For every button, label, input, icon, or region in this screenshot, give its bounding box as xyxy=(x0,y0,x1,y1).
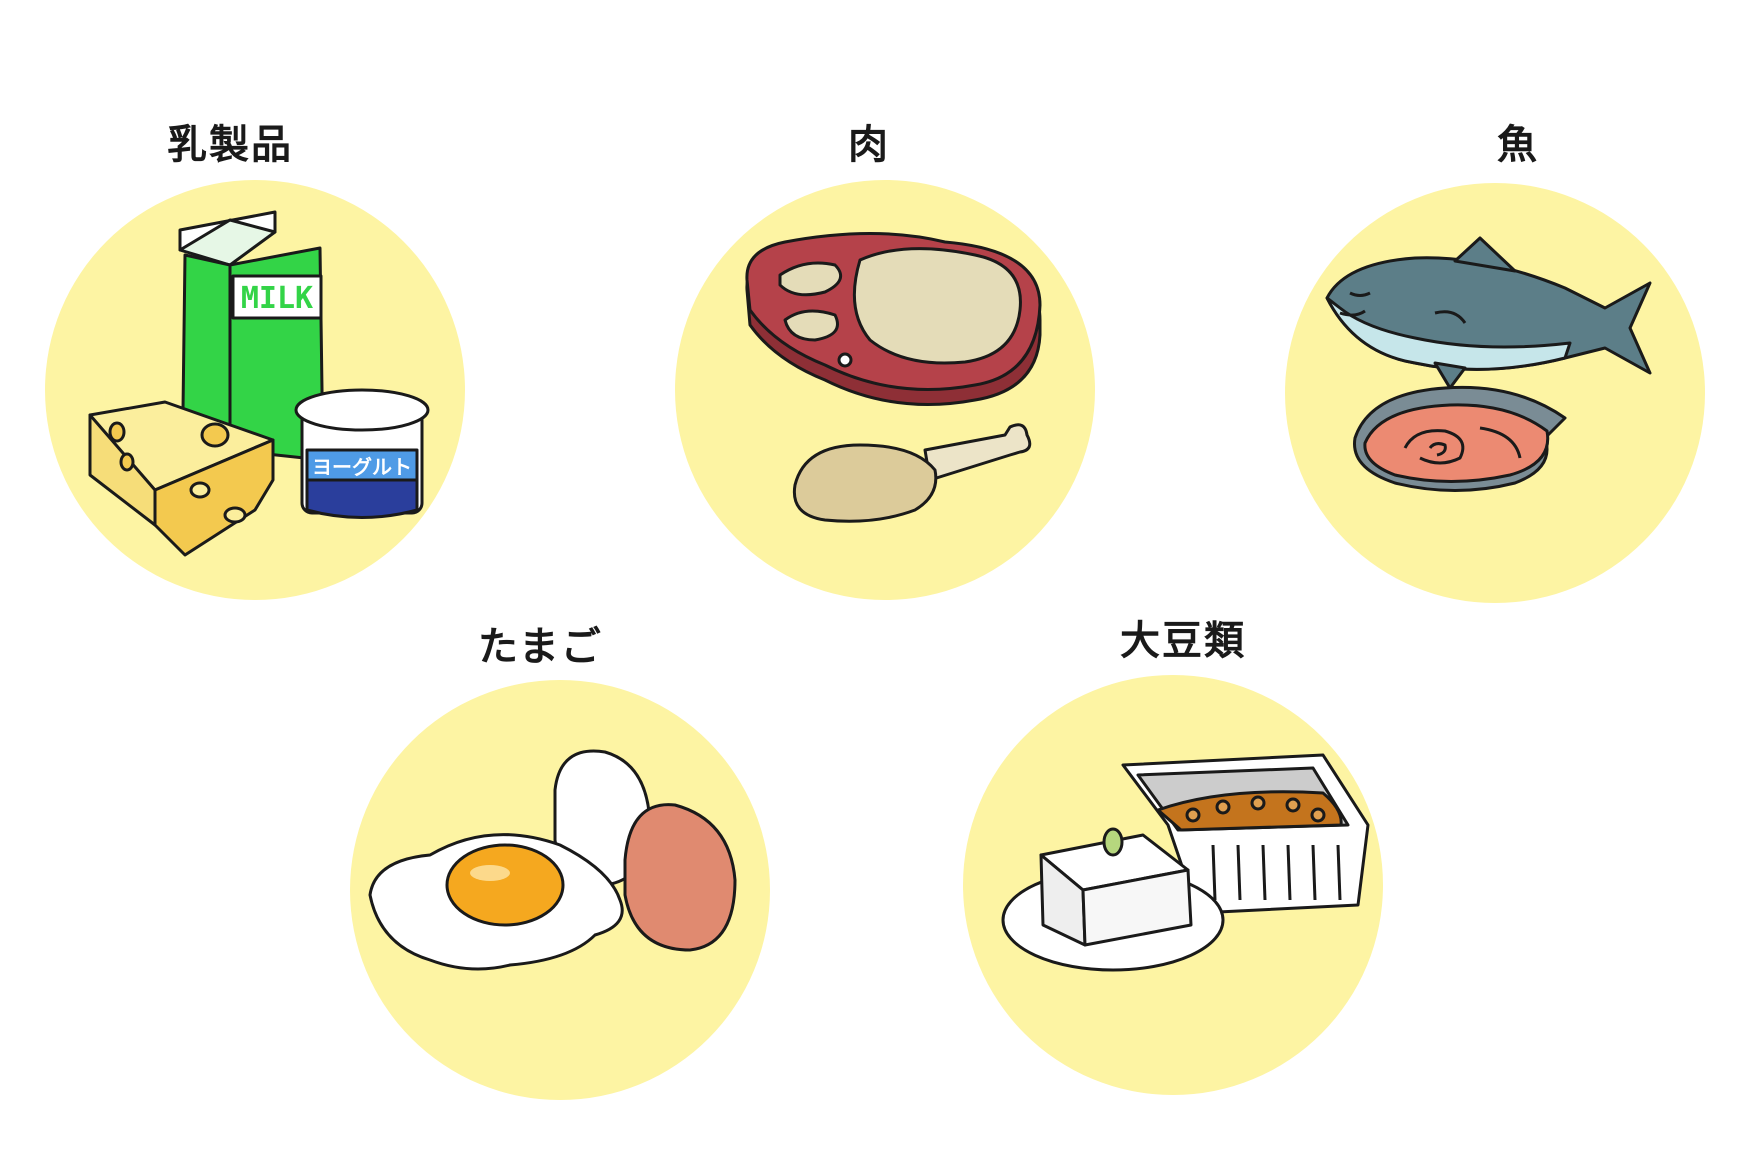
milk-carton-icon: MILK xyxy=(178,210,325,462)
category-label-meat: 肉 xyxy=(848,122,890,168)
brown-egg-icon xyxy=(623,803,737,952)
fish-circle xyxy=(1285,183,1705,603)
tofu-icon xyxy=(1001,827,1225,972)
natto-pack-icon xyxy=(1121,753,1370,915)
yogurt-icon: ヨーグルト xyxy=(294,388,430,519)
egg-circle xyxy=(350,680,770,1100)
chicken-leg-icon xyxy=(792,423,1032,523)
dairy-illustration: MILK ヨーグルト xyxy=(88,210,430,557)
dairy-circle: MILK ヨーグルト xyxy=(45,180,465,600)
fried-egg-icon xyxy=(368,833,624,971)
category-label-soy: 大豆類 xyxy=(1120,618,1246,664)
soy-illustration xyxy=(1001,753,1370,972)
category-label-dairy: 乳製品 xyxy=(167,122,293,168)
steak-icon xyxy=(745,232,1042,406)
category-label-egg: たまご xyxy=(478,624,603,670)
fish-illustration xyxy=(1325,236,1652,492)
salmon-steak-icon xyxy=(1353,385,1567,492)
milk-label: MILK xyxy=(241,281,313,316)
category-label-fish: 魚 xyxy=(1497,122,1539,168)
meat-circle xyxy=(675,180,1095,600)
whole-fish-icon xyxy=(1325,236,1652,390)
soy-circle xyxy=(963,675,1383,1095)
yogurt-label: ヨーグルト xyxy=(312,455,412,479)
egg-illustration xyxy=(368,749,737,971)
cheese-icon xyxy=(88,400,275,557)
meat-illustration xyxy=(745,232,1042,523)
